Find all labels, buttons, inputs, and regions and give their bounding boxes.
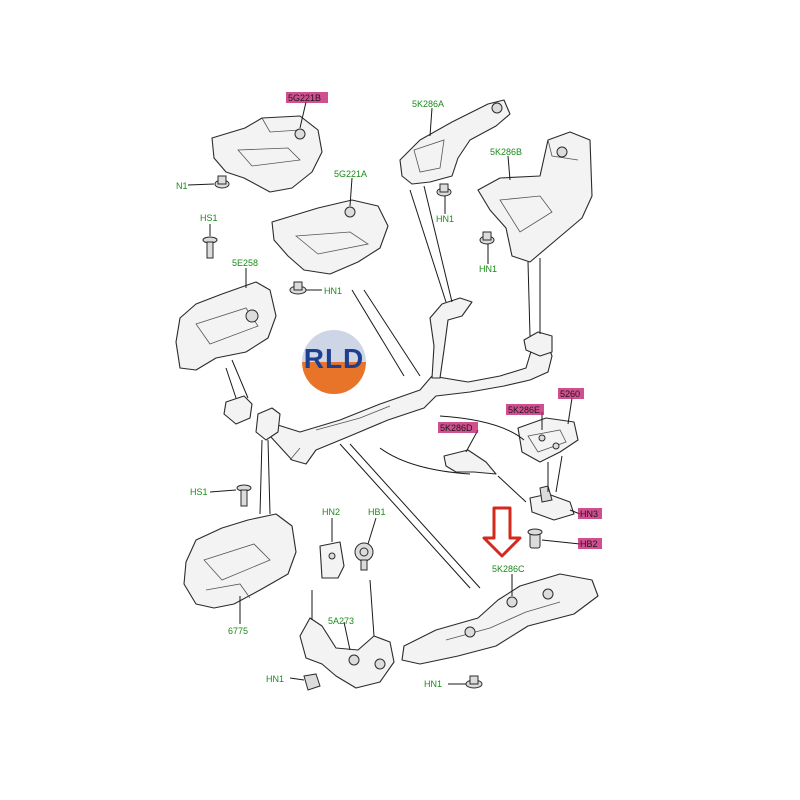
highlight-5k286e xyxy=(506,404,544,415)
highlight-5k286d xyxy=(438,422,478,433)
label-5k286a: 5K286A xyxy=(412,99,444,109)
heat-shield-6775[interactable] xyxy=(183,513,297,609)
label-5k286e: 5K286E xyxy=(508,405,540,415)
heat-shield-5g221b[interactable] xyxy=(211,115,323,193)
label-hs1-bottom: HS1 xyxy=(190,487,208,497)
label-hn3: HN3 xyxy=(580,509,598,519)
clip-hn2[interactable] xyxy=(319,541,345,579)
highlight-hb2 xyxy=(578,538,602,549)
label-hn1-b: HN1 xyxy=(436,214,454,224)
exhaust-pipe-assembly[interactable] xyxy=(261,297,553,465)
logo-text: RLD xyxy=(304,343,365,374)
heat-shield-5k286b[interactable] xyxy=(477,131,593,263)
label-hn1-d: HN1 xyxy=(266,674,284,684)
label-hb2: HB2 xyxy=(580,539,598,549)
down-arrow-icon xyxy=(482,506,522,558)
nut-n1[interactable] xyxy=(214,175,230,189)
heat-shield-5k286d[interactable] xyxy=(443,449,497,475)
label-hn1-a: HN1 xyxy=(324,286,342,296)
nut-hn1-d[interactable] xyxy=(303,673,321,691)
label-5260: 5260 xyxy=(560,389,580,399)
nut-hn1-c[interactable] xyxy=(479,231,495,245)
bolt-hb2[interactable] xyxy=(527,528,543,549)
label-5e258: 5E258 xyxy=(232,258,258,268)
mount-bracket-left[interactable] xyxy=(223,395,281,441)
highlight-hn3 xyxy=(578,508,602,519)
leader-lines xyxy=(187,101,581,685)
nut-hn1-e[interactable] xyxy=(465,675,483,689)
label-hb1: HB1 xyxy=(368,507,386,517)
label-hs1-top: HS1 xyxy=(200,213,218,223)
label-5k286c: 5K286C xyxy=(492,564,525,574)
label-5g221a: 5G221A xyxy=(334,169,367,179)
label-n1: N1 xyxy=(176,181,188,191)
label-5k286b: 5K286B xyxy=(490,147,522,157)
nut-hn1-a[interactable] xyxy=(289,281,307,295)
heat-shield-5a273[interactable] xyxy=(299,617,395,689)
bolt-hb1[interactable] xyxy=(354,542,374,571)
highlight-5g221b xyxy=(286,92,328,103)
heat-shield-5g221a[interactable] xyxy=(271,199,389,275)
label-6775: 6775 xyxy=(228,626,248,636)
label-5a273: 5A273 xyxy=(328,616,354,626)
heat-shield-5k286a[interactable] xyxy=(399,99,511,185)
label-5g221b: 5G221B xyxy=(288,93,321,103)
label-hn2: HN2 xyxy=(322,507,340,517)
screw-hs1-bottom[interactable] xyxy=(236,484,252,507)
rld-logo: RLD xyxy=(302,330,366,394)
label-hn1-c: HN1 xyxy=(479,264,497,274)
nut-hn1-b[interactable] xyxy=(436,183,452,197)
highlight-5260 xyxy=(558,388,584,399)
screw-hs1-top[interactable] xyxy=(202,236,218,259)
heat-shield-5k286e[interactable] xyxy=(517,417,579,463)
heat-shield-5k286c[interactable] xyxy=(401,573,599,665)
heat-shield-5e258[interactable] xyxy=(175,281,277,371)
label-5k286d: 5K286D xyxy=(440,423,473,433)
label-hn1-e: HN1 xyxy=(424,679,442,689)
nut-hn3[interactable] xyxy=(529,485,575,521)
